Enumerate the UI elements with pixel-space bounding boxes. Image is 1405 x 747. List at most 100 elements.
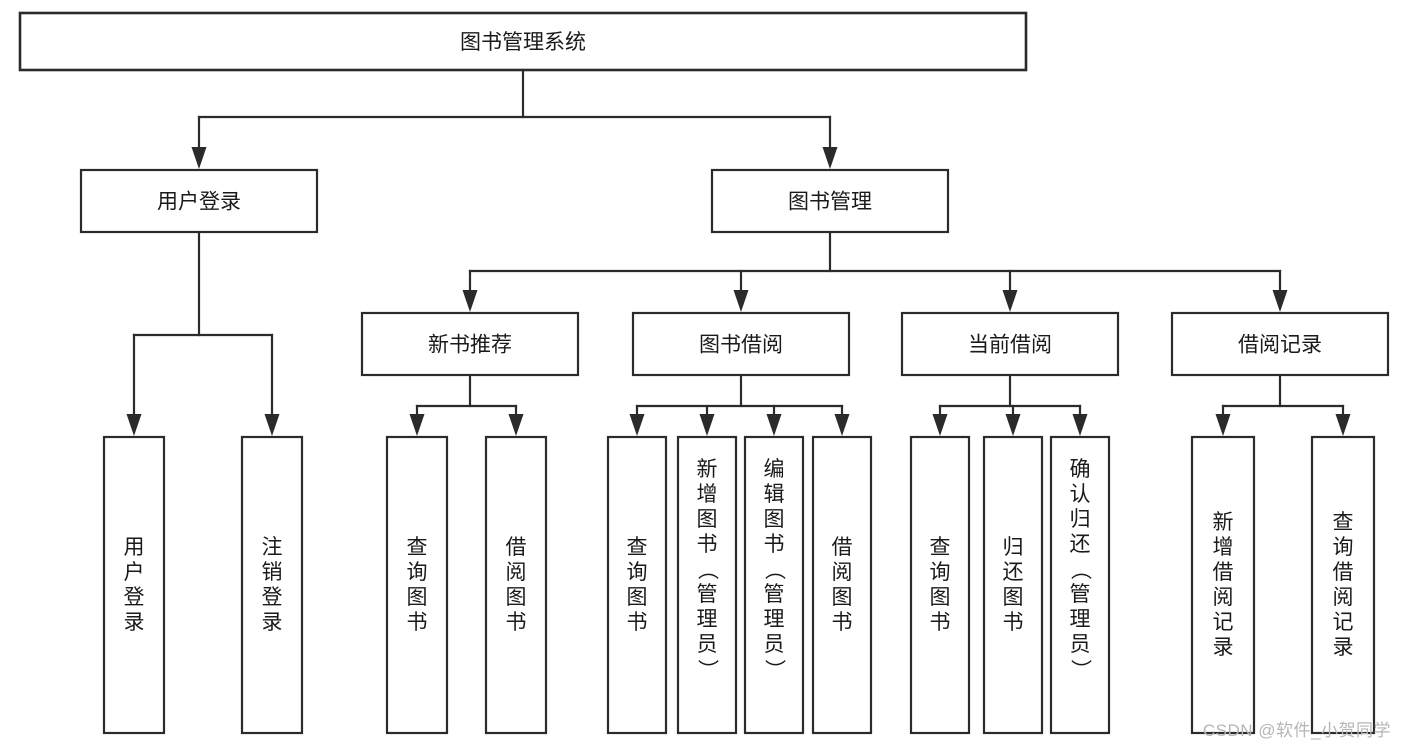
node-label-char: 书 xyxy=(832,611,853,634)
node-box xyxy=(240,435,304,735)
node-box xyxy=(811,435,873,735)
csdn-watermark: CSDN @软件_小贺同学 xyxy=(1202,721,1391,740)
edge-group-borrow-record xyxy=(1215,373,1351,436)
node-label-char: 还 xyxy=(1070,533,1091,556)
node-label-char: 增 xyxy=(1213,536,1234,559)
node-label: 借阅记录 xyxy=(1238,334,1322,357)
node-label: 用户登录 xyxy=(157,191,241,214)
node-label-char: 书 xyxy=(627,611,648,634)
node-root[interactable]: 图书管理系统 xyxy=(18,11,1028,72)
node-label-char: 图 xyxy=(832,586,853,609)
node-label-char: 阅 xyxy=(1213,586,1234,609)
node-borrow-record[interactable]: 借阅记录 xyxy=(1170,311,1390,377)
node-label: 图书借阅 xyxy=(699,334,783,357)
node-label-char: ） xyxy=(763,659,786,680)
node-label-char: 登 xyxy=(262,586,283,609)
arrow-head-icon xyxy=(191,147,207,169)
node-label: 用户登录 xyxy=(124,536,145,634)
node-label-char: 录 xyxy=(124,611,145,634)
node-leaf-user-login[interactable]: 用户登录 xyxy=(102,435,166,735)
node-label-char: 书 xyxy=(506,611,527,634)
node-box xyxy=(1049,435,1111,735)
node-label-char: 归 xyxy=(1070,508,1091,531)
node-label-char: 增 xyxy=(697,483,718,506)
node-label-char: 确 xyxy=(1070,458,1091,481)
node-label-char: 查 xyxy=(930,536,951,559)
edge-group-book-admin xyxy=(462,230,1288,312)
node-new-book-rec[interactable]: 新书推荐 xyxy=(360,311,580,377)
node-label-char: 员 xyxy=(697,633,718,656)
arrow-head-icon xyxy=(508,414,524,436)
node-label-char: （ xyxy=(1069,559,1092,580)
arrow-head-icon xyxy=(1335,414,1351,436)
node-label-char: 借 xyxy=(506,536,527,559)
node-label-char: 图 xyxy=(407,586,428,609)
connector-layer xyxy=(126,68,1351,436)
node-box xyxy=(79,168,319,234)
node-book-admin[interactable]: 图书管理 xyxy=(710,168,950,234)
node-layer: 图书管理系统用户登录图书管理新书推荐图书借阅当前借阅借阅记录用户登录注销登录查询… xyxy=(18,11,1390,735)
node-box xyxy=(982,435,1044,735)
arrow-head-icon xyxy=(264,414,280,436)
arrow-head-icon xyxy=(1072,414,1088,436)
edge-group-current-borrow xyxy=(932,373,1088,436)
node-box xyxy=(360,311,580,377)
node-label-char: 书 xyxy=(764,533,785,556)
arrow-head-icon xyxy=(699,414,715,436)
node-box xyxy=(900,311,1120,377)
arrow-head-icon xyxy=(766,414,782,436)
arrow-head-icon xyxy=(822,147,838,169)
node-label-char: 录 xyxy=(1213,636,1234,659)
arrow-head-icon xyxy=(932,414,948,436)
node-label-char: 书 xyxy=(697,533,718,556)
node-label-char: （ xyxy=(696,559,719,580)
node-current-borrow[interactable]: 当前借阅 xyxy=(900,311,1120,377)
node-label-char: 员 xyxy=(764,633,785,656)
node-box xyxy=(484,435,548,735)
node-box xyxy=(1190,435,1256,735)
node-label-char: 理 xyxy=(1070,608,1091,631)
node-label-char: 书 xyxy=(407,611,428,634)
node-label-char: 阅 xyxy=(506,561,527,584)
node-label-char: 书 xyxy=(930,611,951,634)
node-box xyxy=(1310,435,1376,735)
edge-group-user-login xyxy=(126,230,280,436)
node-user-login[interactable]: 用户登录 xyxy=(79,168,319,234)
node-label-char: 理 xyxy=(697,608,718,631)
node-book-borrow[interactable]: 图书借阅 xyxy=(631,311,851,377)
node-label-char: 户 xyxy=(124,561,145,584)
node-box xyxy=(102,435,166,735)
node-label-char: 阅 xyxy=(832,561,853,584)
node-label-char: 询 xyxy=(930,561,951,584)
node-box xyxy=(606,435,668,735)
node-box xyxy=(743,435,805,735)
node-label-char: 管 xyxy=(697,583,718,606)
arrow-head-icon xyxy=(629,414,645,436)
node-label-char: 查 xyxy=(1333,511,1354,534)
node-box xyxy=(909,435,971,735)
node-label-char: 查 xyxy=(407,536,428,559)
node-label-char: 图 xyxy=(627,586,648,609)
